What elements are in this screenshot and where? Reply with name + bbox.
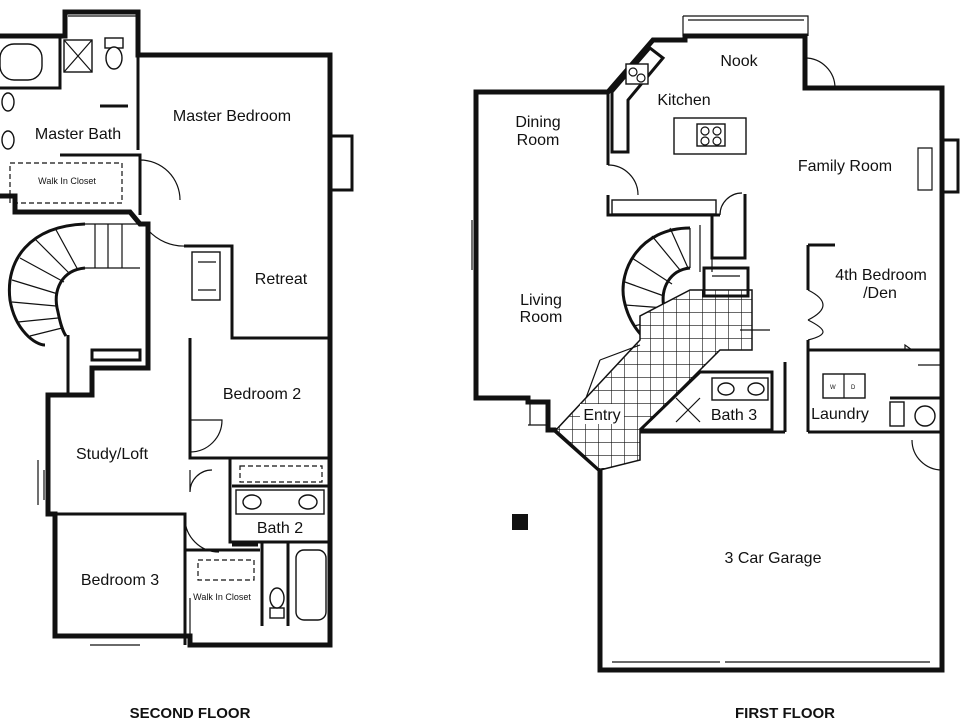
- master-tub-icon: [0, 43, 43, 81]
- room-label-walk-in-closet: Walk In Closet: [38, 176, 96, 186]
- bath2-tub-icon: [295, 549, 327, 621]
- room-label-bath3: Bath 3: [711, 407, 757, 424]
- second-floor-spiral-stair: [7, 222, 140, 347]
- loft-railing: [66, 335, 142, 395]
- first-floor-plan: W D Nook Kitchen Dining Room Family Room…: [471, 15, 960, 720]
- first-floor-exterior-wall: [473, 33, 945, 673]
- second-floor-top-window: [68, 11, 136, 17]
- bath2-walls: [228, 458, 330, 626]
- closet2-shelf: [197, 559, 255, 581]
- kitchen-counter: [610, 45, 666, 154]
- retreat-closet: [191, 251, 221, 301]
- room-label-kitchen: Kitchen: [657, 92, 710, 109]
- bath2-sink-icon: [242, 494, 262, 510]
- walk-in-closet-shelf: [9, 162, 123, 204]
- room-label-living-2: Room: [520, 309, 563, 326]
- room-label-bedroom3: Bedroom 3: [81, 572, 159, 589]
- cooktop-icon: [696, 123, 726, 147]
- laundry-sink-icon: [889, 401, 905, 427]
- room-label-retreat: Retreat: [255, 271, 308, 288]
- room-label-dining-1: Dining: [515, 114, 560, 131]
- master-sink-icon: [1, 92, 15, 112]
- bath2-toilet-icon: [269, 607, 285, 619]
- svg-text:D: D: [851, 385, 856, 391]
- bedroom4-walls: [806, 243, 835, 350]
- room-label-dining-2: Room: [517, 132, 560, 149]
- nook-bay-window: [682, 15, 809, 36]
- water-heater-icon: [914, 405, 936, 427]
- bath3-walls: [638, 370, 774, 432]
- room-label-bedroom2: Bedroom 2: [223, 386, 301, 403]
- second-floor-title: SECOND FLOOR: [130, 705, 251, 720]
- room-label-bedroom4-2: /Den: [863, 285, 897, 302]
- master-bath-partition: [100, 55, 140, 150]
- room-label-master-bath: Master Bath: [35, 126, 121, 143]
- kitchen-back-counter: [611, 199, 717, 215]
- room-label-laundry: Laundry: [811, 406, 869, 423]
- room-label-family-room: Family Room: [798, 158, 892, 175]
- first-floor-title: FIRST FLOOR: [735, 705, 835, 720]
- room-label-living-1: Living: [520, 292, 562, 309]
- dining-room-wall: [606, 92, 720, 217]
- entry-closet: [702, 266, 750, 298]
- pantry-walls: [710, 194, 747, 260]
- room-label-bath2: Bath 2: [257, 520, 303, 537]
- room-label-master-bedroom: Master Bedroom: [173, 108, 291, 125]
- room-label-entry: Entry: [583, 407, 620, 424]
- post-marker: [512, 514, 528, 530]
- bath3-shower-icon: [675, 397, 701, 423]
- bath3-sink-icon: [717, 382, 735, 396]
- room-label-study-loft: Study/Loft: [76, 446, 149, 463]
- bath3-toilet-icon: [747, 382, 765, 396]
- bedroom3-walls: [55, 512, 260, 645]
- room-label-walk-in-closet-2: Walk In Closet: [193, 592, 251, 602]
- room-label-bedroom4-1: 4th Bedroom: [835, 267, 927, 284]
- room-label-nook: Nook: [720, 53, 758, 70]
- svg-text:W: W: [830, 385, 836, 391]
- family-room-fireplace: [942, 138, 960, 194]
- second-floor-exterior-wall: [0, 9, 333, 648]
- bath2-shelf: [239, 465, 323, 483]
- retreat-bedroom2-walls: [184, 244, 330, 460]
- second-floor-bay-window: [330, 134, 354, 192]
- nook-door: [804, 57, 836, 89]
- second-floor-plan: Master Bath Master Bedroom Walk In Close…: [0, 9, 354, 720]
- room-label-garage: 3 Car Garage: [725, 550, 822, 567]
